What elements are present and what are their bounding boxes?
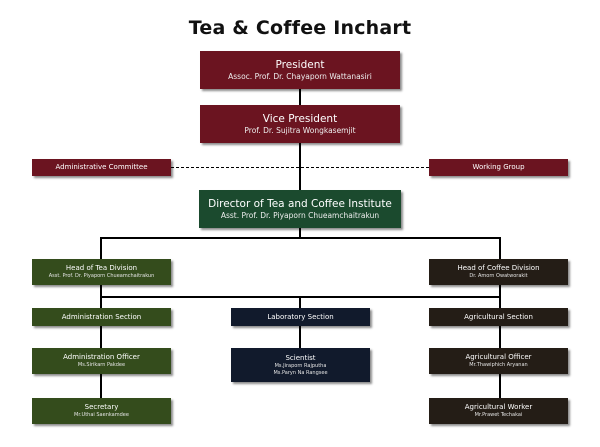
vice-president-box: Vice President Prof. Dr. Sujitra Wongkas…	[200, 105, 400, 143]
administration-officer-box: Administration Officer Ms.Sirikarn Pakde…	[32, 348, 171, 374]
vice-president-name: Prof. Dr. Sujitra Wongkasemjit	[244, 125, 356, 135]
connector-heads-down	[100, 285, 102, 297]
connector-agri-section-officer	[499, 326, 501, 348]
president-box: President Assoc. Prof. Dr. Chayaporn Wat…	[200, 51, 400, 89]
connector-director-down	[299, 228, 301, 238]
working-group-title: Working Group	[472, 163, 525, 171]
administrative-committee-title: Administrative Committee	[55, 163, 148, 171]
agricultural-worker-box: Agricultural Worker Mr.Prawet Techakai	[429, 398, 568, 424]
connector-vp-director	[299, 143, 301, 190]
secretary-box: Secretary Mr.Uthai Saenkamdee	[32, 398, 171, 424]
connector-admin-section-officer	[100, 326, 102, 348]
connector-to-tea-head	[100, 237, 102, 259]
connector-to-agri-section	[499, 296, 501, 308]
laboratory-section-title: Laboratory Section	[267, 312, 334, 321]
connector-to-lab-section	[299, 296, 301, 308]
connector-president-vp	[299, 89, 301, 105]
administration-officer-name: Ms.Sirikarn Pakdee	[77, 362, 126, 368]
scientist-title: Scientist	[285, 353, 316, 362]
agricultural-worker-name: Mr.Prawet Techakai	[474, 412, 523, 418]
connector-to-coffee-head	[499, 237, 501, 259]
director-title: Director of Tea and Coffee Institute	[208, 197, 392, 210]
director-box: Director of Tea and Coffee Institute Ass…	[199, 190, 401, 228]
connector-division-bar	[100, 237, 500, 239]
secretary-title: Secretary	[84, 403, 119, 411]
vice-president-title: Vice President	[262, 112, 338, 125]
connector-lab-section-scientist	[299, 326, 301, 348]
agricultural-officer-box: Agricultural Officer Mr.Thawiphich Aryan…	[429, 348, 568, 374]
connector-officer-secretary	[100, 374, 102, 398]
administration-section-box: Administration Section	[32, 308, 171, 326]
tea-head-box: Head of Tea Division Asst. Prof. Dr. Piy…	[32, 259, 171, 285]
administration-officer-title: Administration Officer	[63, 353, 140, 361]
connector-heads-down-right	[499, 285, 501, 297]
president-title: President	[275, 58, 325, 71]
scientist-name-1: Ms.Jiraporn Rajputha	[274, 362, 327, 369]
coffee-head-box: Head of Coffee Division Dr. Amorn Owatwo…	[429, 259, 568, 285]
working-group-box: Working Group	[429, 159, 568, 176]
scientist-name-2: Ms.Paryn Na Rangsee	[273, 369, 328, 376]
secretary-name: Mr.Uthai Saenkamdee	[74, 412, 129, 418]
connector-officer-worker	[499, 374, 501, 398]
administrative-committee-box: Administrative Committee	[32, 159, 171, 176]
coffee-head-name: Dr. Amorn Owatworakit	[469, 273, 528, 279]
agricultural-officer-title: Agricultural Officer	[465, 353, 532, 361]
laboratory-section-box: Laboratory Section	[231, 308, 370, 326]
tea-head-title: Head of Tea Division	[65, 264, 138, 272]
agricultural-section-box: Agricultural Section	[429, 308, 568, 326]
connector-committee-dashed	[171, 167, 429, 168]
agricultural-worker-title: Agricultural Worker	[464, 403, 533, 411]
coffee-head-title: Head of Coffee Division	[457, 264, 540, 272]
agricultural-officer-name: Mr.Thawiphich Aryanan	[469, 362, 528, 368]
president-name: Assoc. Prof. Dr. Chayaporn Wattanasiri	[228, 71, 372, 81]
tea-head-name: Asst. Prof. Dr. Piyaporn Chueamchaitraku…	[48, 273, 155, 279]
scientist-box: Scientist Ms.Jiraporn Rajputha Ms.Paryn …	[231, 348, 370, 382]
connector-to-admin-section	[100, 296, 102, 308]
agricultural-section-title: Agricultural Section	[464, 312, 533, 321]
administration-section-title: Administration Section	[61, 312, 142, 321]
chart-title: Tea & Coffee Inchart	[188, 17, 412, 39]
director-name: Asst. Prof. Dr. Piyaporn Chueamchaitraku…	[220, 210, 380, 220]
